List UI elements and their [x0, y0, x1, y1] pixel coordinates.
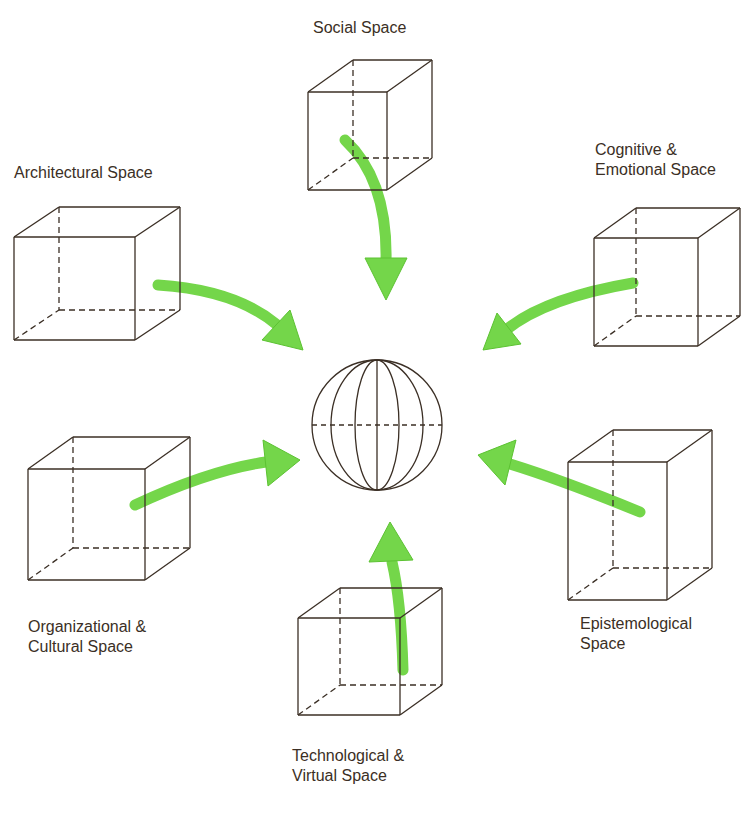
cube-edge: [399, 618, 400, 715]
cube-edge: [353, 157, 432, 158]
cube-edge: [73, 547, 190, 548]
cube-edge: [145, 548, 190, 580]
cube-edge: [28, 437, 73, 469]
cube-edge: [666, 462, 667, 600]
cube-edge: [352, 60, 353, 158]
cube-edge: [14, 236, 135, 237]
cube-edge: [145, 437, 190, 469]
cube-edge: [593, 238, 594, 346]
cube-edge: [13, 237, 14, 340]
cube-edge: [28, 579, 145, 580]
cube-edge: [567, 462, 568, 600]
cube-edge: [636, 315, 740, 316]
cube-edge: [72, 437, 73, 548]
cube-outline: [568, 430, 712, 600]
cube-edge: [400, 588, 442, 618]
cube-edge: [135, 310, 180, 340]
cube-edge: [739, 208, 740, 316]
space-label: Social Space: [313, 18, 473, 38]
cube-edge: [613, 429, 712, 430]
cube-node: Organizational & Cultural Space: [28, 437, 190, 580]
cube-edge: [58, 207, 59, 310]
cube-edge: [612, 430, 613, 568]
cube-edge: [307, 92, 308, 190]
cube-edge: [298, 714, 400, 715]
cube-edge: [340, 684, 442, 685]
cube-edge: [441, 588, 442, 685]
cube-edge: [134, 237, 135, 340]
cube-edge: [308, 189, 387, 190]
cube-edge: [308, 158, 353, 190]
cube-edge: [400, 685, 442, 715]
cube-edge: [73, 436, 190, 437]
cube-edge: [698, 316, 740, 346]
space-label: Technological & Virtual Space: [292, 746, 442, 786]
cube-edge: [27, 469, 28, 580]
cube-edge: [667, 568, 712, 600]
cube-node: Architectural Space: [14, 207, 180, 340]
cube-edge: [594, 316, 636, 346]
cube-node: Cognitive & Emotional Space: [594, 208, 740, 346]
cube-outline: [594, 208, 740, 346]
cube-edge: [431, 60, 432, 158]
cube-edge: [298, 588, 340, 618]
cube-edge: [14, 207, 59, 237]
cube-edge: [298, 617, 400, 618]
cube-edge: [613, 567, 712, 568]
cube-edge: [594, 237, 698, 238]
cube-edge: [667, 430, 712, 462]
cube-edge: [179, 207, 180, 310]
cube-node: Social Space: [308, 60, 432, 190]
cube-edge: [59, 206, 180, 207]
cube-edge: [353, 59, 432, 60]
cube-edge: [28, 468, 145, 469]
space-label: Epistemological Space: [580, 614, 730, 654]
cube-edge: [594, 345, 698, 346]
space-label: Organizational & Cultural Space: [28, 617, 188, 657]
cube-edge: [697, 238, 698, 346]
cube-edge: [298, 685, 340, 715]
cube-outline: [14, 207, 180, 340]
cube-edge: [14, 339, 135, 340]
cube-edge: [340, 587, 442, 588]
cube-edge: [144, 469, 145, 580]
cube-node: Technological & Virtual Space: [298, 588, 442, 715]
cube-outline: [308, 60, 432, 190]
cube-edge: [635, 208, 636, 316]
cube-edge: [636, 207, 740, 208]
cube-edge: [308, 60, 353, 92]
cube-edge: [698, 208, 740, 238]
cube-outline: [298, 588, 442, 715]
cube-edge: [387, 158, 432, 190]
cube-edge: [568, 461, 667, 462]
cube-node: Epistemological Space: [568, 430, 712, 600]
sphere: [312, 360, 442, 490]
cube-edge: [568, 430, 613, 462]
cube-edge: [297, 618, 298, 715]
space-label: Architectural Space: [14, 163, 214, 183]
cube-edge: [711, 430, 712, 568]
space-label: Cognitive & Emotional Space: [595, 140, 745, 180]
cube-edge: [568, 568, 613, 600]
cube-edge: [339, 588, 340, 685]
cube-edge: [135, 207, 180, 237]
cube-edge: [568, 599, 667, 600]
cube-edge: [308, 91, 387, 92]
cube-edge: [386, 92, 387, 190]
cube-edge: [28, 548, 73, 580]
green-arrows: [135, 140, 640, 670]
cube-edge: [59, 309, 180, 310]
cube-outline: [28, 437, 190, 580]
cube-edge: [14, 310, 59, 340]
cube-edge: [189, 437, 190, 548]
cube-edge: [594, 208, 636, 238]
cube-edge: [387, 60, 432, 92]
